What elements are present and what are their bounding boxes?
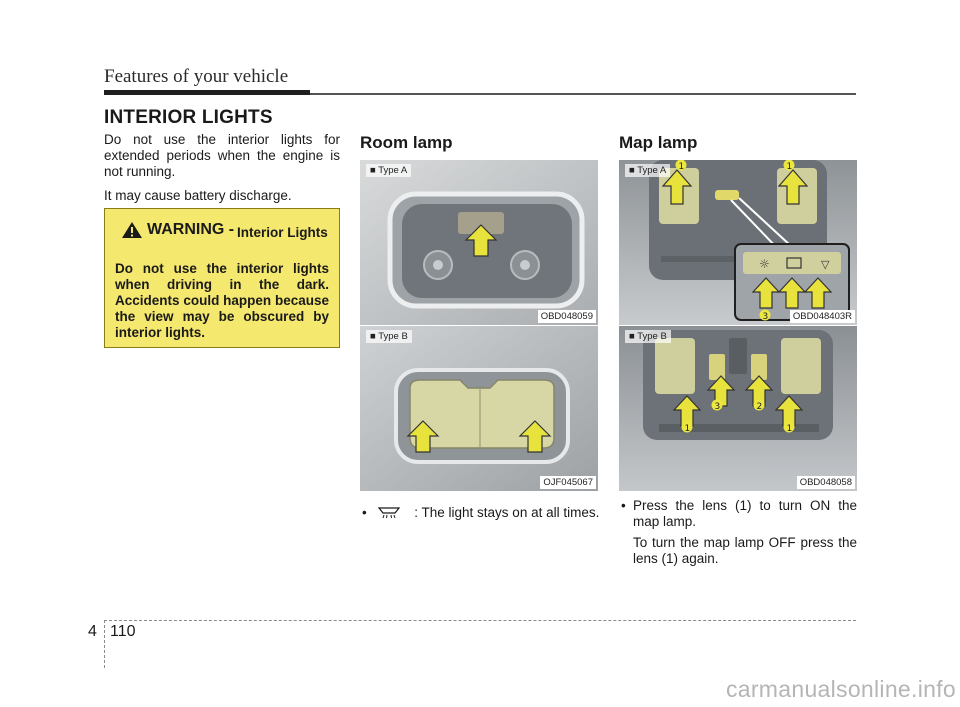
figure-tag: ■ Type B (366, 330, 412, 343)
map-lamp-bullet-1: • Press the lens (1) to turn ON the map … (619, 498, 857, 530)
bullet-dot: • (362, 505, 367, 520)
figure-code: OJF045067 (540, 476, 596, 489)
footer-rule (104, 620, 856, 621)
callout-1-right: 1 (787, 424, 793, 434)
svg-text:☼: ☼ (759, 257, 770, 271)
header-rule-thin (310, 93, 856, 95)
page-number: 110 (110, 623, 136, 640)
map-lamp-type-a-illustration: ☼ ▽ 1 1 3 (619, 160, 857, 325)
svg-text:▽: ▽ (821, 258, 830, 271)
map-lamp-title: Map lamp (619, 133, 698, 152)
map-lamp-bullet-2-text: To turn the map lamp OFF press the lens … (633, 535, 857, 566)
callout-1-left: 1 (685, 424, 691, 434)
figure-code: OBD048403R (789, 310, 855, 323)
intro-paragraph-2: It may cause battery discharge. (104, 188, 292, 203)
warning-body: Do not use the interior lights when driv… (115, 261, 329, 340)
chapter-title: Features of your vehicle (104, 66, 289, 87)
figure-tag: ■ Type A (366, 164, 412, 177)
callout-1-right: 1 (787, 162, 793, 172)
page-section-number: 4 (88, 623, 97, 640)
room-lamp-title: Room lamp (360, 133, 453, 152)
section-title: INTERIOR LIGHTS (104, 107, 273, 128)
figure-tag: ■ Type B (625, 330, 671, 343)
map-lamp-figure-type-b: 3 2 1 1 ■ Type B OBD048058 (619, 326, 857, 491)
room-lamp-type-a-illustration (360, 160, 598, 325)
bullet-dot: • (621, 498, 626, 513)
intro-paragraph-1: Do not use the interior lights for exten… (104, 132, 340, 179)
warning-label: WARNING - (147, 221, 235, 238)
intro-text: Do not use the interior lights for exten… (104, 132, 340, 212)
warning-subtitle: Interior Lights (237, 225, 328, 240)
figure-tag: ■ Type A (625, 164, 671, 177)
header-rule-thick (104, 90, 310, 95)
map-lamp-bullet-1-text: Press the lens (1) to turn ON the map la… (633, 498, 857, 529)
warning-triangle-icon (122, 222, 142, 238)
callout-2: 2 (757, 402, 763, 412)
callout-1-left: 1 (679, 162, 685, 172)
room-lamp-figure-type-b: ■ Type B OJF045067 (360, 326, 598, 491)
map-lamp-figure-type-a: ☼ ▽ 1 1 3 ■ Type A OBD048403R (619, 160, 857, 325)
room-lamp-type-b-illustration (360, 326, 598, 491)
dome-light-icon (377, 507, 400, 519)
room-lamp-bullet-text: : The light stays on at all times. (414, 505, 600, 520)
watermark: carmanualsonline.info (725, 676, 956, 702)
warning-box: WARNING - Interior Lights Do not use the… (104, 208, 340, 348)
map-lamp-type-b-illustration: 3 2 1 1 (619, 326, 857, 491)
figure-code: OBD048058 (796, 476, 855, 489)
room-lamp-bullet: • : The light stays on at all times. (362, 505, 602, 521)
room-lamp-figure-type-a: ■ Type A OBD048059 (360, 160, 598, 325)
footer-vertical-rule (104, 620, 105, 668)
figure-code: OBD048059 (537, 310, 596, 323)
callout-3: 3 (715, 402, 721, 412)
callout-3: 3 (763, 312, 769, 322)
